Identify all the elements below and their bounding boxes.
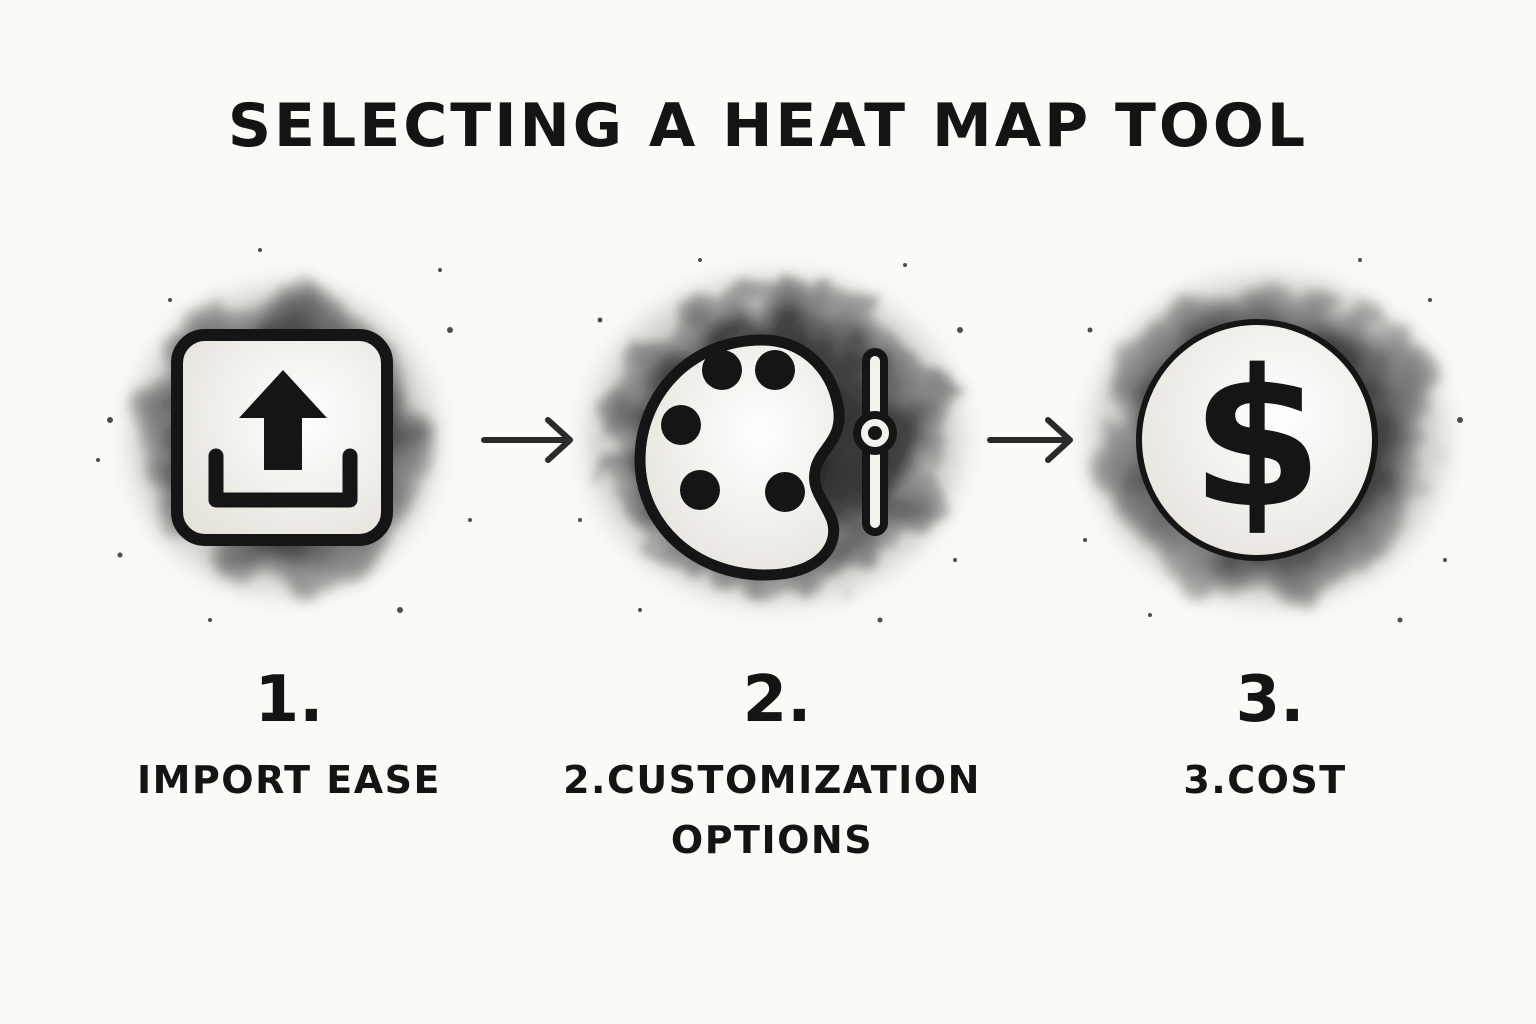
step-label-line: 3.COST	[1183, 758, 1347, 802]
step-label: 3.COST	[1035, 750, 1495, 810]
step-number: 1.	[254, 663, 324, 737]
step-label-line: OPTIONS	[670, 818, 874, 862]
step-label-line: IMPORT EASE	[136, 758, 441, 802]
upload-icon	[171, 329, 393, 546]
step-label: IMPORT EASE	[59, 750, 519, 810]
step-number: 3.	[1235, 663, 1305, 737]
step-label: 2.CUSTOMIZATION OPTIONS	[542, 750, 1002, 870]
page-title: SELECTING A HEAT MAP TOOL	[227, 91, 1309, 161]
palette-slider-icon	[634, 334, 897, 581]
arrow-right-icon	[987, 417, 1073, 463]
dollar-coin-icon: $	[1136, 319, 1378, 561]
step-number: 2.	[742, 663, 812, 737]
svg-text:$: $	[1191, 329, 1323, 550]
arrow-right-icon	[481, 417, 573, 463]
step-label-line: 2.CUSTOMIZATION	[563, 758, 981, 802]
